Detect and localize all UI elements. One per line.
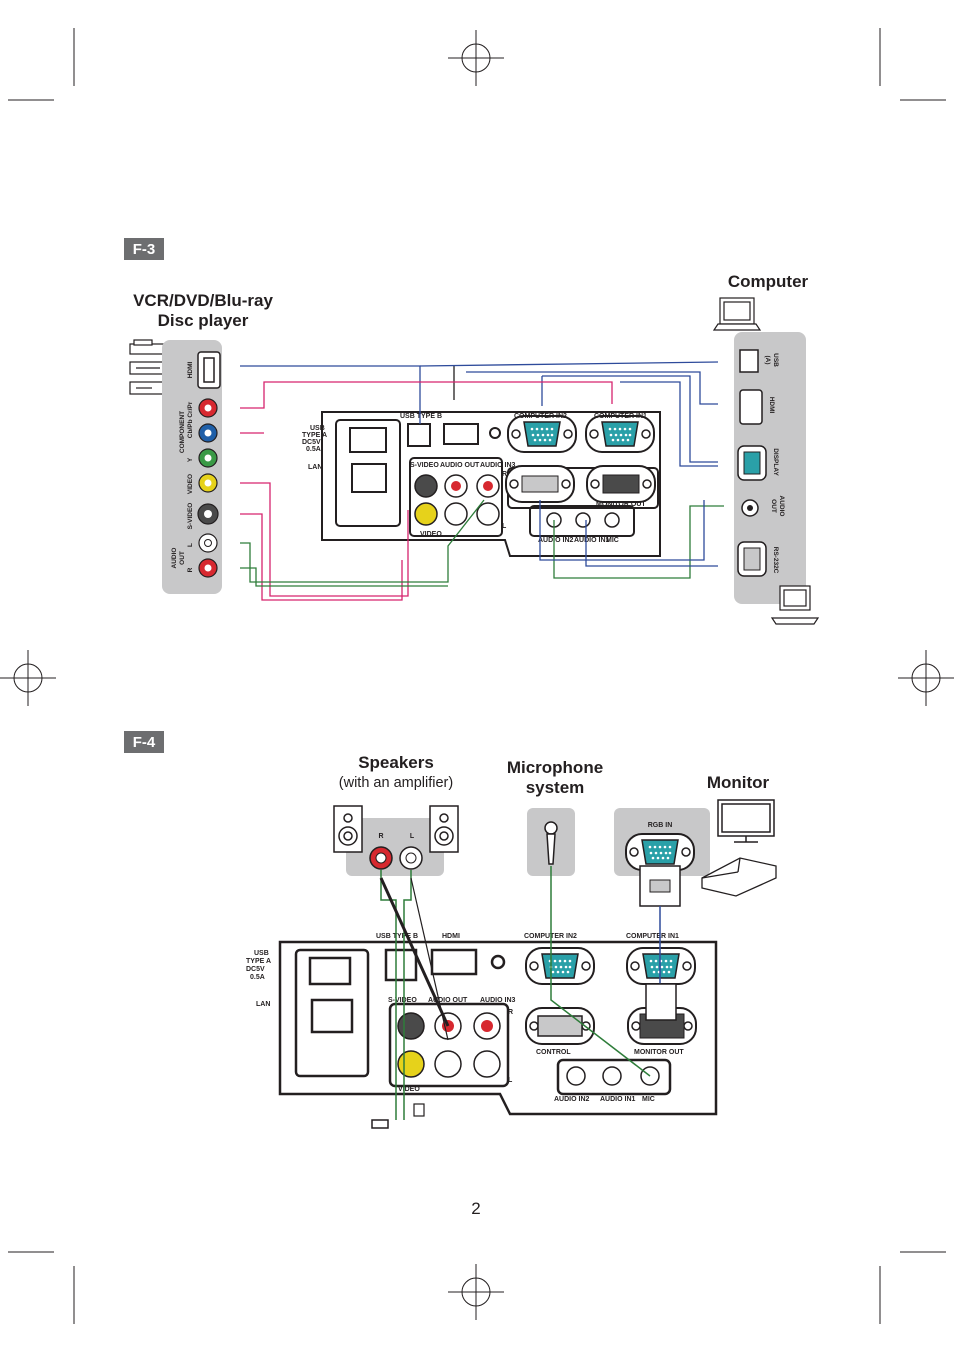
p4-hdmi: HDMI [442, 933, 460, 940]
source-title-line1: VCR/DVD/Blu-ray [133, 291, 273, 310]
p4-l: L [508, 1077, 513, 1084]
mic-title-line2: system [526, 778, 585, 797]
cables-f4 [379, 866, 677, 1120]
speakers-title: Speakers [358, 753, 434, 772]
p3-comp-in2: COMPUTER IN2 [514, 413, 567, 420]
p3-video: VIDEO [420, 531, 442, 538]
p4-audio-in3: AUDIO IN3 [480, 997, 516, 1004]
src-component-sub-label: Cb/Pb Cr/Pr [187, 401, 194, 438]
p4-control: CONTROL [536, 1049, 571, 1056]
monitor-title: Monitor [707, 773, 770, 792]
p4-mic: MIC [642, 1096, 655, 1103]
p3-monitor-out: MONITOR OUT [596, 501, 646, 508]
p3-svideo: S-VIDEO [410, 462, 439, 469]
microphone-icon [544, 821, 558, 865]
p3-l: L [502, 523, 507, 530]
mic-title-line1: Microphone [507, 758, 603, 777]
src-video-label: VIDEO [187, 474, 194, 494]
src-r-label: R [187, 567, 194, 572]
crop-marks [0, 28, 954, 1324]
p4-video: VIDEO [398, 1086, 420, 1093]
badge-f4-text: F-4 [133, 734, 156, 751]
monitor-cable-plug [639, 865, 681, 907]
p3-usb-a: USB [310, 425, 325, 432]
src-y-label: Y [187, 457, 194, 462]
source-jacks [197, 398, 219, 578]
p3-mic: MIC [606, 537, 619, 544]
p4-audio-out: AUDIO OUT [428, 997, 468, 1004]
p3-audio-in1: AUDIO IN1 [574, 537, 610, 544]
cables-f3 [240, 361, 724, 601]
p4-audio-in2: AUDIO IN2 [554, 1096, 590, 1103]
p3-usb-a4: 0.5A [306, 446, 321, 453]
page-number: 2 [471, 1199, 480, 1218]
cmp-hdmi-label: HDMI [768, 397, 775, 414]
p4-usb-b: USB TYPE B [376, 933, 418, 940]
p4-svideo: S-VIDEO [388, 997, 417, 1004]
cmp-display-label: DISPLAY [772, 448, 779, 476]
speakers-sub: (with an amplifier) [339, 775, 453, 791]
security-bar-icon [371, 1119, 389, 1129]
p4-usb-a: USB [254, 950, 269, 957]
cmp-rs232c-label: RS-232C [772, 547, 779, 574]
p3-r: R [502, 471, 507, 478]
p3-lan: LAN [308, 464, 322, 471]
desktop-computer-icon [770, 585, 820, 625]
rgb-in-label: RGB IN [648, 822, 673, 829]
projector-jacks-f3 [414, 474, 620, 528]
p4-usb-a2: TYPE A [246, 958, 271, 965]
src-l-label: L [187, 543, 194, 547]
p3-audio-out: AUDIO OUT [440, 462, 480, 469]
projector-panel-f4 [278, 940, 718, 1116]
p4-usb-a4: 0.5A [250, 974, 265, 981]
p3-usb-a2: TYPE A [302, 432, 327, 439]
laptop-icon [712, 297, 762, 331]
p4-monitor-out: MONITOR OUT [634, 1049, 684, 1056]
src-audio-label: AUDIO [171, 548, 178, 569]
src-component-label: COMPONENT [179, 411, 186, 453]
cmp-usb2-label: (A) [764, 355, 771, 364]
badge-f3-text: F-3 [133, 241, 156, 258]
speaker-r-label: R [378, 833, 383, 840]
speaker-l-label: L [410, 833, 415, 840]
kensington-lock-icon [413, 1103, 425, 1117]
speaker-left-icon [333, 805, 363, 853]
src-hdmi-label: HDMI [187, 362, 194, 379]
badge-f3 [124, 238, 164, 260]
computer-hdmi-port [739, 389, 763, 425]
p3-comp-in1: COMPUTER IN1 [594, 413, 647, 420]
projector-panel-f3 [321, 411, 661, 557]
p4-lan: LAN [256, 1001, 270, 1008]
computer-title: Computer [728, 272, 809, 291]
src-svideo-label: S-VIDEO [187, 503, 194, 530]
source-title-line2: Disc player [158, 311, 249, 330]
cmp-out-label: OUT [770, 499, 777, 513]
p4-usb-a3: DC5V [246, 966, 265, 973]
p3-usb-b: USB TYPE B [400, 413, 442, 420]
p4-r: R [508, 1009, 513, 1016]
p3-usb-a3: DC5V [302, 439, 321, 446]
cmp-usb-label: USB [772, 353, 779, 367]
p3-audio-in3: AUDIO IN3 [480, 462, 516, 469]
p4-audio-in1: AUDIO IN1 [600, 1096, 636, 1103]
speaker-right-icon [429, 805, 459, 853]
projector-device-icon [701, 857, 777, 897]
p4-comp-in1: COMPUTER IN1 [626, 933, 679, 940]
badge-f4 [124, 731, 164, 753]
src-out-label: OUT [179, 551, 186, 565]
p3-audio-in2: AUDIO IN2 [538, 537, 574, 544]
cmp-audio-label: AUDIO [778, 496, 785, 517]
monitor-icon [717, 799, 775, 843]
computer-usb-port [739, 349, 759, 373]
